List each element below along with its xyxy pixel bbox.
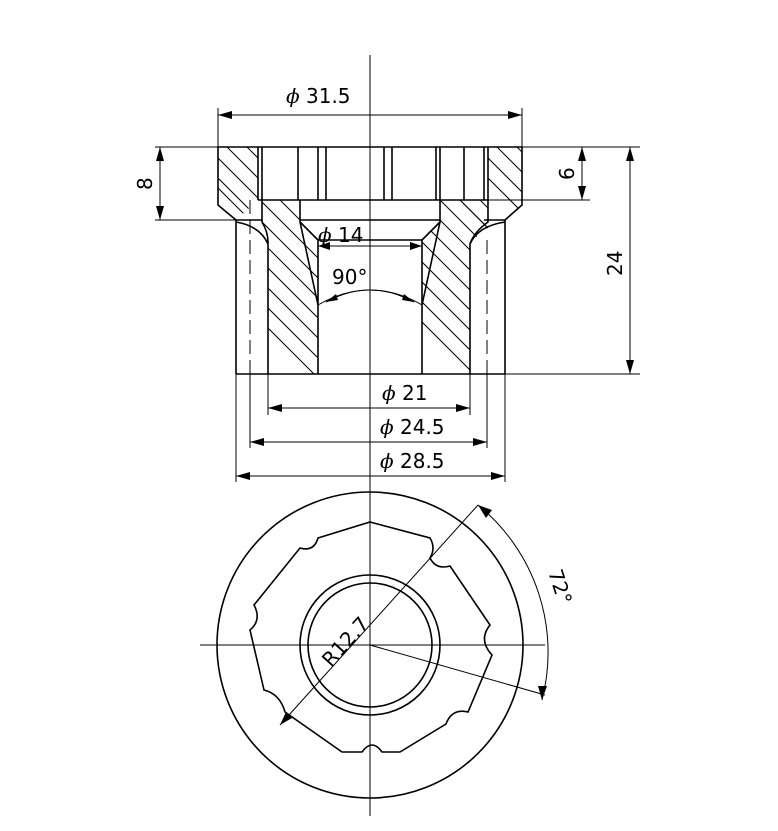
flange-diameter-label: 31.5 (306, 84, 351, 108)
slot-angle-arc (477, 504, 549, 701)
dim-bore-diameter: ϕ 14 (318, 223, 422, 250)
radius-arrow (280, 712, 292, 725)
counterbore-diameter-label: 21 (402, 381, 427, 405)
phi-symbol: ϕ (380, 449, 394, 473)
fillet-left (235, 221, 269, 245)
angle-arrow-top (478, 505, 492, 518)
flange-outline (217, 146, 523, 221)
bore-step (299, 200, 319, 374)
flange-height-label: 8 (133, 177, 157, 190)
phi-symbol: ϕ (286, 84, 300, 108)
slot-angle-label: 72° (543, 566, 577, 607)
dim-countersink-angle: 90° (325, 265, 415, 303)
overall-height-label: 24 (603, 251, 627, 276)
phi-symbol: ϕ (318, 223, 332, 247)
bore-step-right (421, 200, 441, 374)
radius-leader (279, 504, 479, 726)
fillet-right (469, 221, 506, 245)
bore-outer-circle (299, 574, 441, 716)
bore-diameter-label: 14 (338, 223, 363, 247)
inner-wall-right (469, 200, 489, 374)
slot-depth-label: 6 (555, 167, 579, 180)
section-view: ϕ 31.5 ϕ 14 90° ϕ 21 (133, 55, 640, 816)
countersink-left (299, 221, 319, 306)
dim-inner-diameter: ϕ 24.5 (249, 374, 488, 448)
dim-flange-diameter: ϕ 31.5 (217, 84, 523, 147)
countersink-angle-label: 90° (332, 265, 367, 289)
dim-outer-diameter: ϕ 28.5 (235, 374, 506, 482)
section-hatching (218, 147, 522, 374)
phi-symbol: ϕ (382, 381, 396, 405)
slotted-profile (249, 521, 493, 753)
dim-overall-height: 24 (505, 147, 640, 375)
flange-slot-lines (257, 147, 489, 201)
angle-ref-line (369, 644, 546, 696)
inner-diameter-label: 24.5 (400, 415, 445, 439)
inner-wall-left (261, 200, 269, 374)
radius-label: R12.7 (317, 612, 374, 671)
dim-slot-depth: 6 (488, 146, 640, 201)
phi-symbol: ϕ (380, 415, 394, 439)
bore-inner-circle (307, 582, 433, 708)
top-view: R12.7 72° (200, 491, 577, 799)
dim-flange-height: 8 (133, 146, 236, 221)
outer-diameter-label: 28.5 (400, 449, 445, 473)
outer-circle (216, 491, 524, 799)
angle-arrow-bottom (538, 686, 547, 700)
countersink-right (421, 221, 441, 306)
dim-counterbore-diameter: ϕ 21 (267, 374, 471, 415)
